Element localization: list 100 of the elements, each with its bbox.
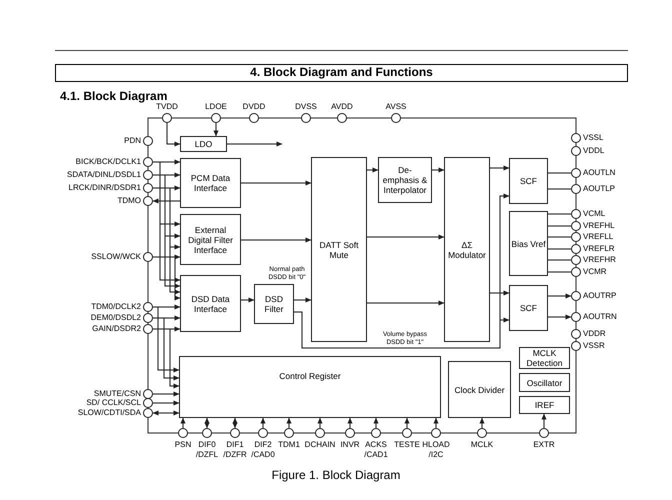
pin-label: AOUTLP <box>583 184 616 194</box>
function-block: IREF <box>519 396 570 414</box>
pin-label: DCHAIN <box>304 440 336 450</box>
arrow <box>318 418 322 428</box>
pin-label: VSSR <box>583 341 605 351</box>
arrow <box>240 298 254 302</box>
function-block: MCLK Detection <box>519 347 570 369</box>
arrow <box>180 418 186 428</box>
pin-label: VDDR <box>583 329 606 339</box>
connector-line <box>548 172 572 174</box>
arrow <box>374 418 378 428</box>
pin-label: VDDL <box>583 146 604 156</box>
pin-label: SSLOW/WCK <box>91 252 141 262</box>
arrow <box>152 318 180 380</box>
pin-label: DVDD <box>242 102 266 112</box>
pin-label: SDATA/DINL/DSDL1 <box>67 170 141 180</box>
pin-label: INVR <box>340 440 360 450</box>
pin-label: DIF2 /CAD0 <box>251 440 275 460</box>
pin-label: VREFLL <box>583 232 614 242</box>
arrow <box>542 414 546 428</box>
arrow <box>286 418 292 428</box>
connector-line <box>548 236 572 238</box>
arrow <box>240 238 312 242</box>
arrow <box>152 306 180 372</box>
pin-label: DIF1 /DZFR <box>223 440 247 460</box>
function-block: DATT Soft Mute <box>311 157 367 342</box>
arrow <box>260 418 266 428</box>
pin-label: HLOAD /I2C <box>422 440 450 460</box>
arrow <box>152 188 180 294</box>
pin-label: VCML <box>583 209 606 219</box>
pin-label: AOUTRP <box>583 291 616 301</box>
function-block: SCF <box>509 285 548 331</box>
arrow <box>152 410 180 416</box>
pin-label: SLOW/CDTI/SDA <box>78 408 141 418</box>
connector-line <box>548 248 572 250</box>
pin-label: LDOE <box>205 102 227 112</box>
arrow <box>166 122 180 146</box>
pin-label: BICK/BCK/DCLK1 <box>76 157 141 167</box>
pin-label: AVDD <box>331 102 353 112</box>
arrow <box>232 418 238 428</box>
pin-label: GAIN/DSDR2 <box>92 324 141 334</box>
section-heading: 4.1. Block Diagram <box>60 89 168 103</box>
pin-label: EXTR <box>533 440 555 450</box>
pin-label: TDM0/DCLK2 <box>91 302 141 312</box>
pin-label: TDMO <box>117 196 141 206</box>
arrow <box>152 328 180 388</box>
pin-label: TESTE <box>394 440 420 450</box>
function-block: SCF <box>509 158 548 204</box>
arrow <box>204 418 210 428</box>
arrow <box>366 234 444 240</box>
function-block: Clock Divider <box>448 361 511 418</box>
arrow <box>434 418 438 428</box>
pin-label: AOUTRN <box>583 312 617 322</box>
arrow <box>294 312 510 348</box>
pin-label: MCLK <box>470 440 494 450</box>
arrow <box>548 314 572 320</box>
arrow <box>152 400 180 406</box>
pin-label: VCMR <box>583 267 607 277</box>
pin-label: DVSS <box>295 102 317 112</box>
connector-line <box>548 188 572 190</box>
arrow <box>366 168 378 172</box>
arrow <box>152 198 180 204</box>
arrow <box>214 122 218 136</box>
arrow <box>152 392 180 396</box>
title-bar: 4. Block Diagram and Functions <box>55 64 628 82</box>
pin-label: VREFLR <box>583 244 615 254</box>
pin-label: TVDD <box>156 102 178 112</box>
pin-label: AOUTLN <box>583 168 616 178</box>
pin-label: LRCK/DINR/DSDR1 <box>68 183 141 193</box>
figure-caption: Figure 1. Block Diagram <box>270 468 402 482</box>
arrow <box>240 180 312 186</box>
function-block: DSD Data Interface <box>180 275 241 332</box>
pin-label: DIF0 /DZFL <box>196 440 218 460</box>
function-block: Bias Vref <box>509 211 548 276</box>
arrow <box>348 418 352 428</box>
pin-label: SMUTE/CSN <box>94 389 141 399</box>
function-block: ΔΣ Modulator <box>444 157 490 342</box>
pin-label: AVSS <box>386 102 406 112</box>
function-block: LDO <box>180 136 227 152</box>
pin-label: TDM1 <box>278 440 300 450</box>
pin-label: VSSL <box>583 133 604 143</box>
arrow <box>548 294 572 298</box>
pin-label: VREFHR <box>583 255 616 265</box>
pin-label: PDN <box>124 136 141 146</box>
arrow <box>480 418 484 428</box>
arrow <box>432 168 444 172</box>
arrow <box>490 290 510 296</box>
pin-label: PSN <box>174 440 192 450</box>
pin-label: SD/ CCLK/SCL <box>86 398 141 408</box>
function-block: Oscillator <box>519 373 570 392</box>
arrow <box>152 256 180 300</box>
function-block: External Digital Filter Interface <box>180 214 241 265</box>
pin-label: DEM0/DSDL2 <box>90 313 141 323</box>
pin-label: ACKS /CAD1 <box>364 440 388 460</box>
function-block: DSD Filter <box>254 284 294 324</box>
arrow <box>294 298 312 302</box>
function-block: Control Register <box>179 356 441 418</box>
arrow <box>226 142 282 146</box>
arrow <box>404 418 410 428</box>
function-block: De-emphasis & Interpolator <box>378 157 432 203</box>
